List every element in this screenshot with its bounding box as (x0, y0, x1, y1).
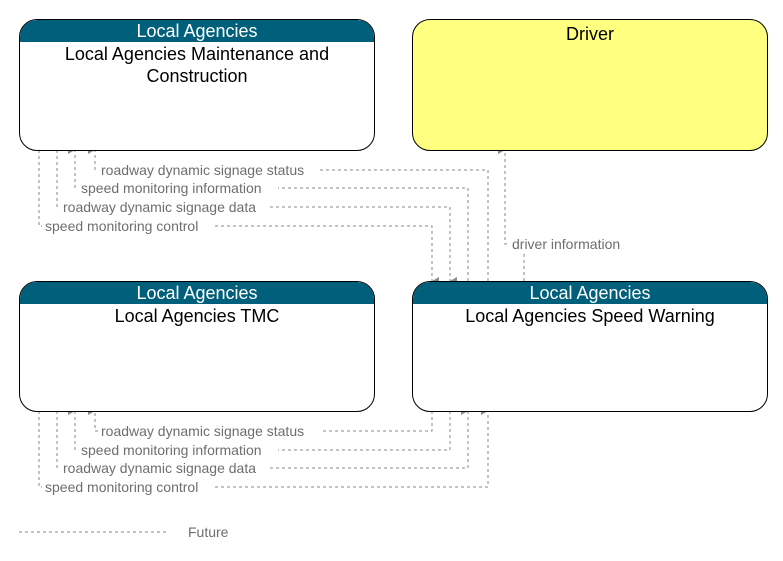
node-title: Driver (566, 24, 614, 44)
flow-label-bottom-signage-status: roadway dynamic signage status (101, 423, 304, 439)
flow-label-driver-information: driver information (512, 236, 620, 252)
flow-line-bottom-speed-control (38, 407, 489, 488)
node-driver[interactable]: Driver (412, 19, 768, 151)
node-header: Local Agencies (20, 282, 374, 304)
flow-label-top-speed-control: speed monitoring control (45, 218, 198, 234)
flow-line-bottom-speed-info (68, 407, 451, 451)
flow-line-top-speed-control (38, 150, 439, 285)
flow-label-top-signage-status: roadway dynamic signage status (101, 162, 304, 178)
node-speed-warning[interactable]: Local Agencies Local Agencies Speed Warn… (412, 281, 768, 412)
legend-future-label: Future (188, 524, 229, 540)
flow-label-bottom-speed-info: speed monitoring information (81, 442, 262, 458)
node-header: Local Agencies (413, 282, 767, 304)
flow-label-bottom-signage-data: roadway dynamic signage data (63, 460, 256, 476)
flow-label-top-signage-data: roadway dynamic signage data (63, 199, 256, 215)
node-title: Local Agencies TMC (114, 306, 280, 326)
node-title: Local Agencies Speed Warning (465, 306, 715, 326)
node-maintenance-construction[interactable]: Local Agencies Local Agencies Maintenanc… (19, 19, 375, 151)
node-tmc[interactable]: Local Agencies Local Agencies TMC (19, 281, 375, 412)
flow-label-top-speed-info: speed monitoring information (81, 180, 262, 196)
node-header: Local Agencies (20, 20, 374, 42)
node-title: Local Agencies Maintenance and Construct… (64, 44, 330, 86)
flow-label-bottom-speed-control: speed monitoring control (45, 479, 198, 495)
flow-line-driver-information (498, 146, 525, 281)
